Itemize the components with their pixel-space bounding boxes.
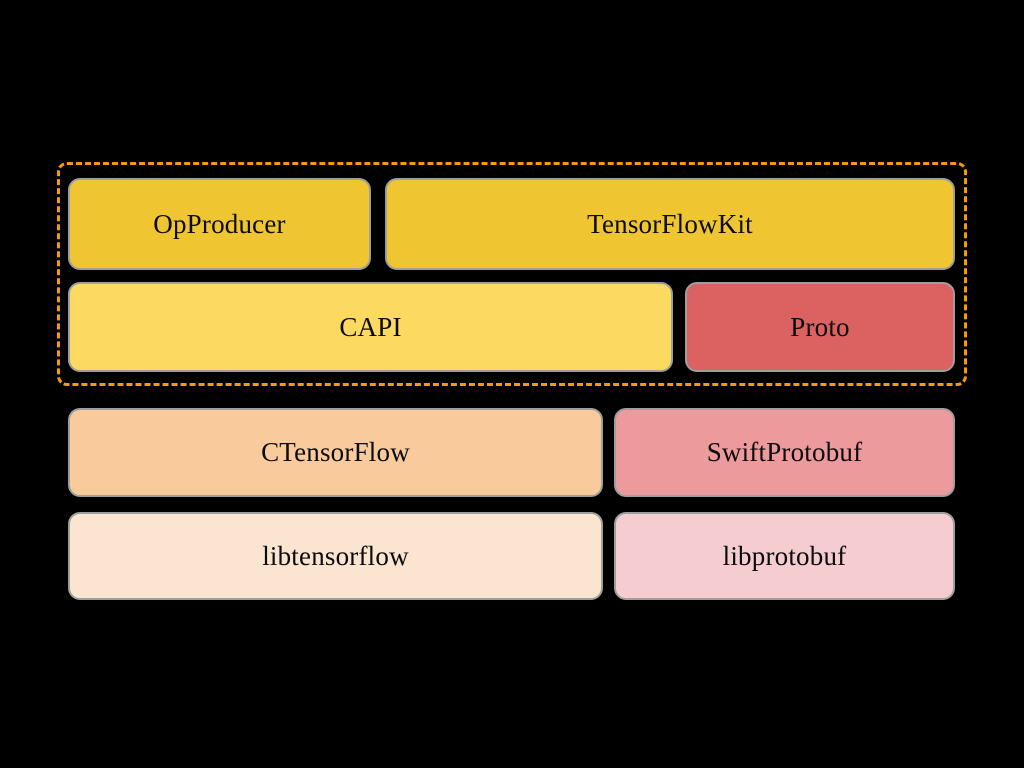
node-swiftprotobuf[interactable]: SwiftProtobuf (614, 408, 955, 497)
node-libtensorflow[interactable]: libtensorflow (68, 512, 603, 600)
node-ctensorflow[interactable]: CTensorFlow (68, 408, 603, 497)
node-capi[interactable]: CAPI (68, 282, 673, 372)
node-label-libprotobuf: libprotobuf (722, 540, 847, 571)
node-label-capi: CAPI (339, 311, 402, 342)
node-tensorflowkit[interactable]: TensorFlowKit (385, 178, 955, 270)
node-label-proto: Proto (790, 311, 850, 342)
node-label-ctensorflow: CTensorFlow (261, 437, 410, 467)
node-proto[interactable]: Proto (685, 282, 955, 372)
node-label-opproducer: OpProducer (153, 208, 286, 239)
node-libprotobuf[interactable]: libprotobuf (614, 512, 955, 600)
node-opproducer[interactable]: OpProducer (68, 178, 371, 270)
node-label-swiftprotobuf: SwiftProtobuf (706, 437, 863, 467)
node-label-tensorflowkit: TensorFlowKit (587, 208, 753, 239)
node-label-libtensorflow: libtensorflow (262, 540, 409, 571)
